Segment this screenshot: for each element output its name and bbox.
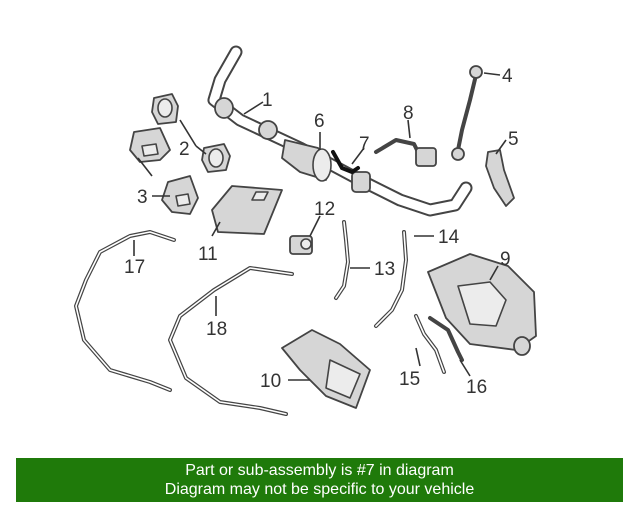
hose-16[interactable] [428, 316, 464, 362]
callout-4: 4 [502, 66, 513, 87]
callout-9: 9 [500, 249, 511, 270]
notice-line-1: Part or sub-assembly is #7 in diagram [185, 462, 454, 479]
callout-14: 14 [438, 227, 460, 248]
line-17[interactable] [74, 230, 176, 392]
control-module[interactable] [211, 185, 283, 235]
link-rod[interactable] [451, 65, 483, 161]
hose-15[interactable] [414, 314, 446, 374]
callout-11: 11 [198, 244, 218, 265]
notice-line-2: Diagram may not be specific to your vehi… [164, 481, 475, 498]
link-bracket[interactable] [485, 149, 515, 207]
leader-lines [133, 72, 507, 381]
callout-18: 18 [206, 319, 227, 340]
line-18[interactable] [168, 266, 294, 416]
callout-5: 5 [508, 129, 519, 150]
callout-1: 1 [262, 90, 273, 111]
callout-12: 12 [314, 199, 335, 220]
bracket-lower[interactable] [161, 175, 199, 215]
valve[interactable] [289, 235, 313, 255]
callout-8: 8 [403, 103, 414, 124]
callout-7: 7 [359, 134, 370, 155]
callout-15: 15 [399, 369, 420, 390]
parts-diagram: 1 2 3 4 5 6 7 8 9 10 11 12 13 14 15 16 1… [74, 45, 537, 416]
callout-10: 10 [260, 371, 281, 392]
callout-17: 17 [124, 257, 145, 278]
mounting-bracket[interactable] [281, 329, 371, 409]
callout-13: 13 [374, 259, 395, 280]
hose-14[interactable] [374, 230, 408, 328]
callout-16: 16 [466, 377, 487, 398]
bushing-upper[interactable] [151, 93, 179, 125]
callout-3: 3 [137, 187, 148, 208]
callout-6: 6 [314, 111, 325, 132]
callout-2: 2 [179, 139, 190, 160]
stabilizer-actuator[interactable] [281, 139, 371, 193]
bracket-upper[interactable] [129, 127, 171, 163]
sensor-assembly[interactable] [374, 138, 437, 167]
diagram-notice-banner: Part or sub-assembly is #7 in diagram Di… [16, 458, 623, 502]
pump-unit[interactable] [427, 253, 537, 356]
part-7-line[interactable] [331, 150, 360, 175]
bushing-lower[interactable] [201, 143, 231, 173]
hose-13[interactable] [334, 220, 350, 300]
stabilizer-bar[interactable] [207, 45, 473, 217]
